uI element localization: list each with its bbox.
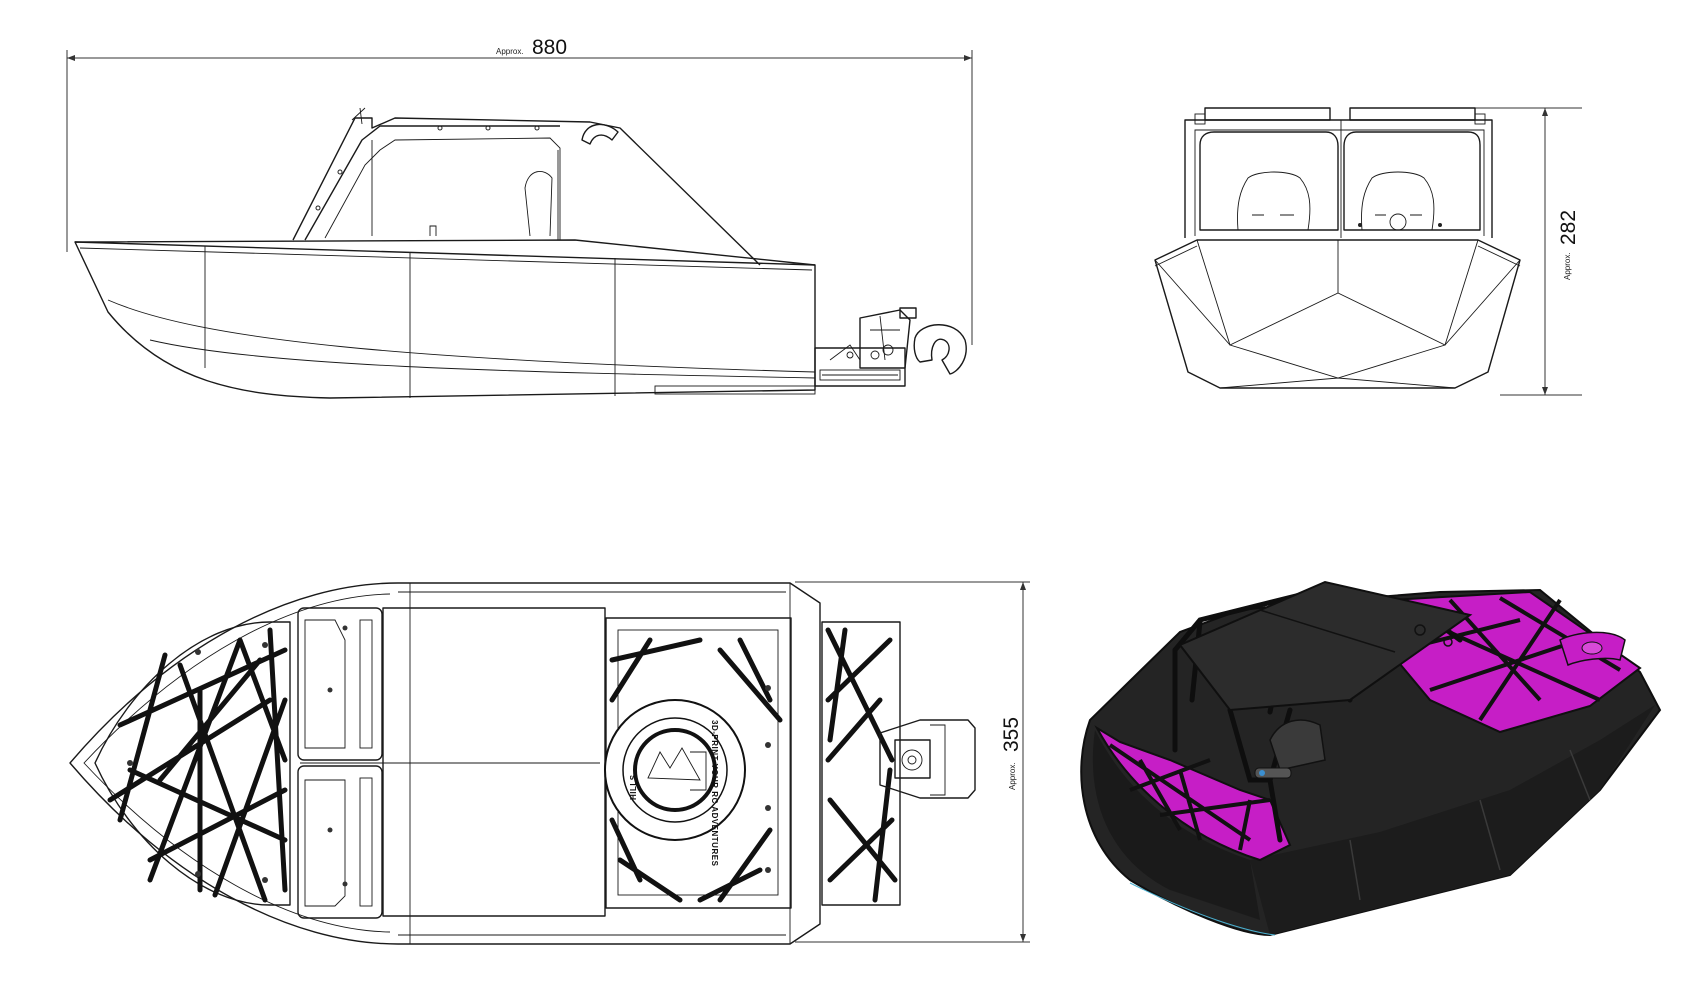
- iso-roof: [1178, 580, 1473, 712]
- front-cabin: [1184, 119, 1493, 238]
- side-hull: [74, 241, 816, 399]
- length-dimension-value: 880: [532, 36, 567, 59]
- center-deck-lattice: [609, 637, 783, 903]
- center-logo: 3D-PRINT YOUR RC ADVENTURES HILLS: [604, 699, 746, 867]
- logo-ring-text: 3D-PRINT YOUR RC ADVENTURES: [710, 720, 719, 867]
- top-plan-view: Approx. 355: [69, 581, 1030, 945]
- side-rivets: [315, 125, 540, 211]
- height-dimension-value: 282: [1557, 210, 1580, 245]
- bow-deck-lattice: [107, 627, 288, 903]
- iso-bow-lattice: [1108, 743, 1271, 851]
- iso-motor: [1254, 767, 1292, 779]
- top-seat-left-upper: [297, 607, 383, 761]
- top-stern-deck: [821, 621, 901, 906]
- front-elevation-view: Approx. 282: [1154, 107, 1582, 396]
- top-seat-left-lower: [297, 765, 383, 919]
- top-hull-outline: [69, 582, 821, 945]
- iso-bow-deck: [1094, 725, 1292, 862]
- height-dimension-prefix: Approx.: [1563, 252, 1572, 280]
- iso-seat: [1269, 719, 1326, 771]
- height-dimension: Approx. 282: [1430, 107, 1582, 396]
- front-hull: [1154, 239, 1521, 389]
- length-dimension: Approx. 880: [66, 36, 973, 345]
- side-gunwale: [74, 239, 816, 266]
- isometric-render-view: [1080, 580, 1662, 937]
- side-jet-drive: [814, 307, 967, 387]
- width-dimension: Approx. 355: [795, 581, 1030, 943]
- top-roof-panel: [382, 607, 606, 917]
- length-dimension-prefix: Approx.: [496, 47, 524, 56]
- width-dimension-prefix: Approx.: [1008, 762, 1017, 790]
- side-cabin-frame: [292, 117, 761, 266]
- logo-ring-side-text: HILLS: [629, 774, 638, 800]
- width-dimension-value: 355: [1000, 717, 1023, 752]
- top-jet-drive: [879, 719, 976, 799]
- iso-stern-lattice: [1399, 596, 1622, 722]
- top-bow-deck: [94, 621, 291, 906]
- stern-deck-lattice: [825, 627, 898, 903]
- side-elevation-view: Approx. 880: [66, 36, 973, 399]
- side-roof-handle: [581, 123, 619, 145]
